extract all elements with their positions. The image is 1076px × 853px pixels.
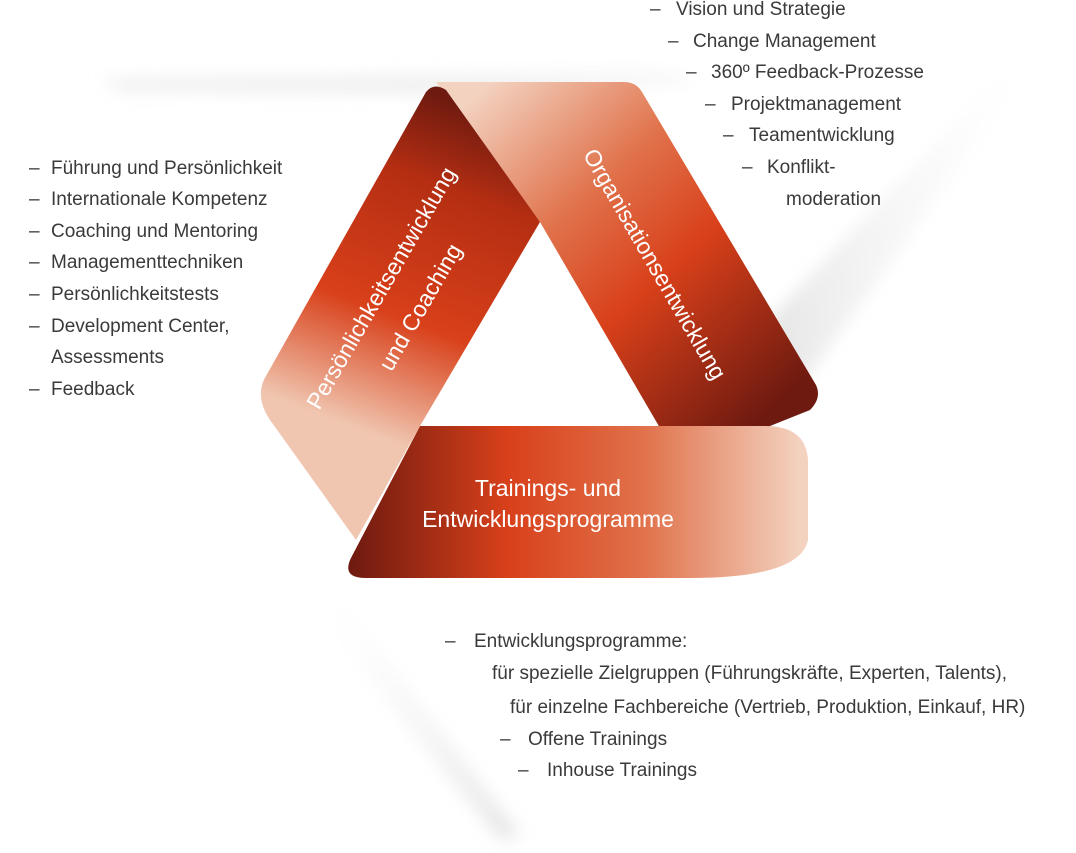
list-item: Konflikt- xyxy=(767,157,836,178)
list-dash: – xyxy=(686,62,697,83)
list-dash: – xyxy=(742,157,753,178)
list-item: Feedback xyxy=(51,379,135,400)
list-item: Managementtechniken xyxy=(51,252,243,273)
list-dash: – xyxy=(668,31,679,52)
band-bottom-label-line1: Trainings- und xyxy=(475,475,621,501)
list-item: Internationale Kompetenz xyxy=(51,189,268,210)
band-persoenlichkeitsentwicklung xyxy=(260,86,540,540)
list-dash: – xyxy=(29,284,40,305)
list-item: Teamentwicklung xyxy=(749,125,895,146)
list-item: moderation xyxy=(786,189,881,210)
list-dash: – xyxy=(29,221,40,242)
right-list: –Vision und Strategie–Change Management–… xyxy=(650,0,924,210)
list-item: Führung und Persönlichkeit xyxy=(51,158,283,179)
list-item: Assessments xyxy=(51,347,164,368)
bottom-list: –Entwicklungsprogramme:für spezielle Zie… xyxy=(445,631,1025,781)
left-list: –Führung und Persönlichkeit–Internationa… xyxy=(29,158,283,400)
list-dash: – xyxy=(518,760,529,781)
list-dash: – xyxy=(445,631,456,652)
list-item: Vision und Strategie xyxy=(676,0,846,20)
list-item: Coaching und Mentoring xyxy=(51,221,258,242)
list-item: Persönlichkeitstests xyxy=(51,284,219,305)
list-dash: – xyxy=(29,252,40,273)
list-item: für einzelne Fachbereiche (Vertrieb, Pro… xyxy=(510,697,1025,718)
list-dash: – xyxy=(705,94,716,115)
list-dash: – xyxy=(29,379,40,400)
band-bottom-label-line2: Entwicklungsprogramme xyxy=(422,506,674,532)
list-item: Change Management xyxy=(693,31,876,52)
list-dash: – xyxy=(723,125,734,146)
list-dash: – xyxy=(29,189,40,210)
list-item: 360º Feedback-Prozesse xyxy=(711,62,924,83)
list-dash: – xyxy=(650,0,661,20)
list-item: Projektmanagement xyxy=(731,94,902,115)
list-item: für spezielle Zielgruppen (Führungskräft… xyxy=(492,663,1007,684)
list-item: Development Center, xyxy=(51,316,230,337)
band-organisationsentwicklung xyxy=(436,82,818,428)
list-dash: – xyxy=(29,316,40,337)
list-item: Offene Trainings xyxy=(528,729,667,750)
list-dash: – xyxy=(29,158,40,179)
list-item: Inhouse Trainings xyxy=(547,760,697,781)
list-dash: – xyxy=(500,729,511,750)
band-trainings xyxy=(348,426,808,578)
list-item: Entwicklungsprogramme: xyxy=(474,631,687,652)
